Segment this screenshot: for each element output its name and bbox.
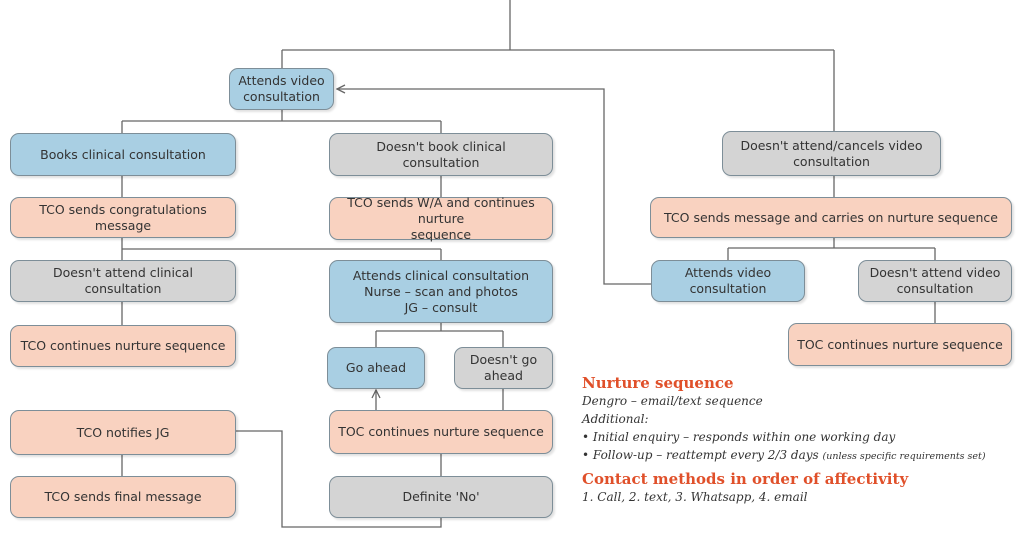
node-doesnt-book-clinical-consultation: Doesn't book clinical consultation <box>329 133 553 176</box>
legend-panel: Nurture sequence Dengro – email/text seq… <box>582 374 1022 506</box>
node-tco-continues-nurture: TCO continues nurture sequence <box>10 325 236 367</box>
connector-loop-back <box>337 89 651 285</box>
node-doesnt-attend-cancels-video: Doesn't attend/cancels video consultatio… <box>722 131 941 176</box>
legend-nurture-line-4-note: (unless specific requirements set) <box>822 451 986 462</box>
node-attends-video-consultation: Attends video consultation <box>229 68 334 110</box>
node-tco-sends-congratulations: TCO sends congratulations message <box>10 197 236 238</box>
node-tco-sends-wa-nurture: TCO sends W/A and continues nurture sequ… <box>329 195 553 242</box>
node-toc-continues-nurture-right: TOC continues nurture sequence <box>788 323 1012 366</box>
node-tco-sends-final-message: TCO sends final message <box>10 476 236 518</box>
legend-contact-title: Contact methods in order of affectivity <box>582 470 909 488</box>
node-doesnt-attend-clinical-consultation: Doesn't attend clinical consultation <box>10 260 236 302</box>
node-attends-clinical-consultation: Attends clinical consultation Nurse – sc… <box>329 260 553 323</box>
node-go-ahead: Go ahead <box>327 347 425 389</box>
legend-nurture-line-4: • Follow-up – reattempt every 2/3 days (… <box>582 446 1022 466</box>
connector-notifies-to-definite-no <box>236 430 442 528</box>
legend-nurture-line-1: Dengro – email/text sequence <box>582 394 763 408</box>
node-doesnt-attend-video-consultation: Doesn't attend video consultation <box>858 260 1012 302</box>
legend-contact-line: 1. Call, 2. text, 3. Whatsapp, 4. email <box>582 490 808 504</box>
legend-nurture-line-2: Additional: <box>582 412 649 426</box>
legend-nurture-title: Nurture sequence <box>582 374 734 392</box>
legend-nurture-line-3: • Initial enquiry – responds within one … <box>582 430 896 444</box>
legend-nurture-line-4-main: • Follow-up – reattempt every 2/3 days <box>582 448 823 462</box>
node-books-clinical-consultation: Books clinical consultation <box>10 133 236 176</box>
node-definite-no: Definite 'No' <box>329 476 553 518</box>
node-tco-notifies-jg: TCO notifies JG <box>10 410 236 455</box>
node-toc-continues-nurture-mid: TOC continues nurture sequence <box>329 410 553 454</box>
node-tco-message-nurture: TCO sends message and carries on nurture… <box>650 197 1012 238</box>
node-attends-video-consultation-right: Attends video consultation <box>651 260 805 302</box>
node-doesnt-go-ahead: Doesn't go ahead <box>454 347 553 389</box>
